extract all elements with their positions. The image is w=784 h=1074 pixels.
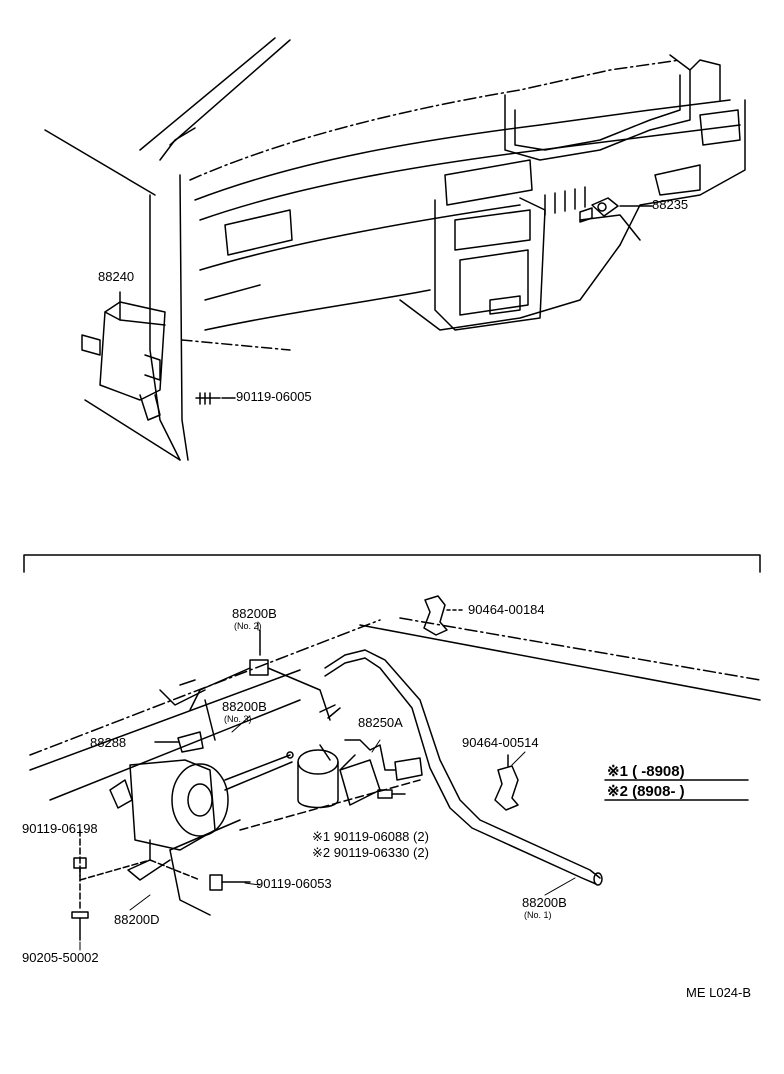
part-label-88200b-no1: 88200B [522, 895, 567, 910]
part-label-88250a: 88250A [358, 715, 403, 730]
part-label-90464-00514: 90464-00514 [462, 735, 539, 750]
part-label-90464-00184: 90464-00184 [468, 602, 545, 617]
part-label-88200b-no3-sub: (No. 3) [224, 714, 252, 724]
part-label-90119-06198: 90119-06198 [22, 821, 98, 836]
part-label-88240: 88240 [98, 269, 135, 284]
part-label-88200b-no2-sub: (No. 2) [234, 621, 262, 631]
part-label-88200b-no3: 88200B [222, 699, 267, 714]
part-label-88200b-no2: 88200B [232, 606, 277, 621]
legend-row-1: ※1 ( -8908) [607, 763, 685, 780]
part-label-90119-06330: ※2 90119-06330 (2) [312, 845, 429, 860]
part-label-88200d: 88200D [114, 912, 160, 927]
part-label-88288: 88288 [90, 735, 127, 750]
part-label-88235: 88235 [652, 197, 689, 212]
part-label-90205-50002: 90205-50002 [22, 950, 99, 965]
diagram-reference-code: ME L024-B [686, 985, 752, 1000]
part-label-88200b-no1-sub: (No. 1) [524, 910, 552, 920]
section-divider [23, 554, 761, 573]
legend-row-2: ※2 (8908- ) [607, 783, 685, 800]
actuator-illustration [29, 595, 761, 941]
part-label-90119-06053: 90119-06053 [256, 876, 332, 891]
part-label-90119-06088: ※1 90119-06088 (2) [312, 829, 429, 844]
leader-lines [79, 621, 576, 951]
dashboard-illustration [44, 37, 746, 461]
part-label-90119-06005: 90119-06005 [236, 389, 312, 404]
